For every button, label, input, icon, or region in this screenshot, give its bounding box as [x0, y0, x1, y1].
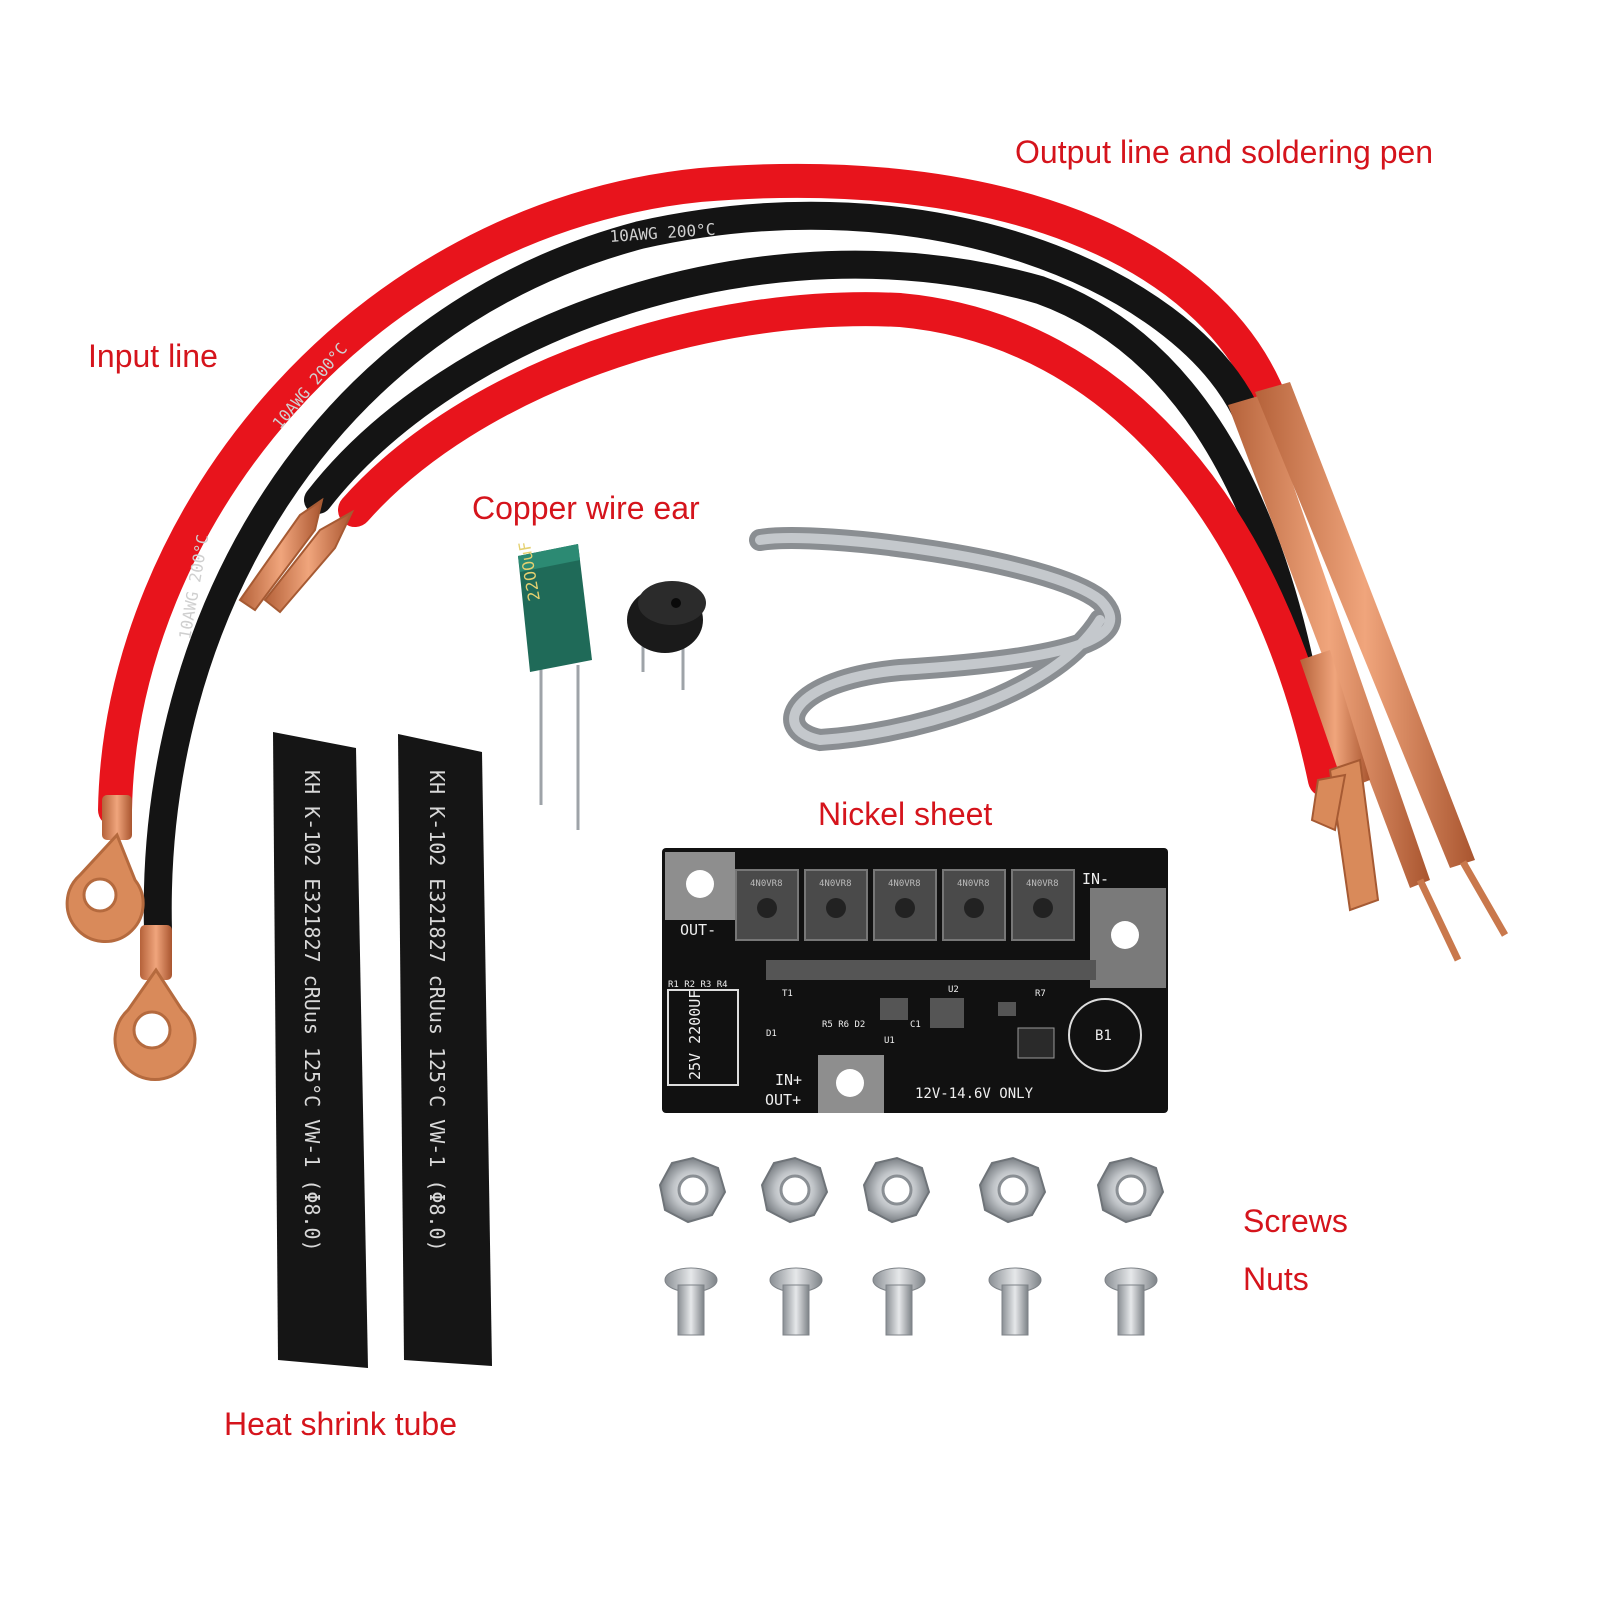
label-screws: Screws	[1243, 1203, 1348, 1239]
soldering-pen-copper-tubes	[1228, 382, 1509, 962]
pcb-t1: T1	[782, 989, 793, 999]
mosfet-5-label: 4N0VR8	[1026, 879, 1059, 889]
label-nickel-sheet: Nickel sheet	[818, 796, 993, 832]
pcb-d1: D1	[766, 1029, 777, 1039]
spade-terminal-red	[263, 509, 355, 614]
pcb-out-plus: OUT+	[765, 1091, 801, 1109]
pcb-in-minus: IN-	[1082, 870, 1109, 888]
capacitor: 2200uF	[515, 540, 592, 830]
pcb-in-plus: IN+	[775, 1071, 802, 1089]
label-nuts: Nuts	[1243, 1261, 1309, 1297]
control-pcb: 4N0VR8 4N0VR8 4N0VR8 4N0VR8 4N0VR8 25V 2…	[662, 848, 1168, 1113]
pcb-u1: U1	[884, 1036, 895, 1046]
label-heat-shrink-tube: Heat shrink tube	[224, 1406, 458, 1442]
mosfet-1-label: 4N0VR8	[750, 879, 783, 889]
pcb-r5r6d2: R5 R6 D2	[822, 1020, 865, 1030]
inner-red-wire	[338, 292, 1342, 797]
mosfet-3-label: 4N0VR8	[888, 879, 921, 889]
heat-shrink-tube-left: KH K-102 E321827 cRUus 125°C VW-1 (Φ8.0)	[273, 732, 368, 1368]
ring-terminal-red	[65, 795, 145, 943]
mosfet-2-label: 4N0VR8	[819, 879, 852, 889]
pcb-u2: U2	[948, 985, 959, 995]
label-copper-wire-ear: Copper wire ear	[472, 490, 700, 526]
label-output-line: Output line and soldering pen	[1015, 134, 1434, 170]
pcb-cap-rating: 25V 2200UF	[686, 990, 704, 1080]
pcb-voltage: 12V-14.6V ONLY	[915, 1086, 1034, 1102]
ring-terminal-black	[113, 925, 197, 1081]
spade-terminal-black	[238, 497, 324, 612]
tube-print-left: KH K-102 E321827 cRUus 125°C VW-1 (Φ8.0)	[300, 770, 324, 1252]
svg-text:10AWG 200°C: 10AWG 200°C	[609, 220, 716, 246]
outer-red-wire	[98, 163, 1287, 827]
pcb-c1: C1	[910, 1020, 921, 1030]
tube-print-right: KH K-102 E321827 cRUus 125°C VW-1 (Φ8.0)	[425, 770, 449, 1252]
label-input-line: Input line	[88, 338, 218, 374]
pcb-resistors: R1 R2 R3 R4	[668, 980, 728, 990]
outer-black-wire	[143, 201, 1259, 944]
buzzer	[627, 581, 706, 690]
pcb-buzzer-label: B1	[1095, 1028, 1112, 1044]
nickel-sheet-strip	[749, 527, 1122, 752]
mosfet-4-label: 4N0VR8	[957, 879, 990, 889]
inner-black-wire	[304, 250, 1314, 679]
heat-shrink-tube-right: KH K-102 E321827 cRUus 125°C VW-1 (Φ8.0)	[398, 734, 492, 1366]
pcb-r7: R7	[1035, 989, 1046, 999]
pcb-out-minus: OUT-	[680, 921, 716, 939]
screw-row	[664, 1267, 1158, 1336]
